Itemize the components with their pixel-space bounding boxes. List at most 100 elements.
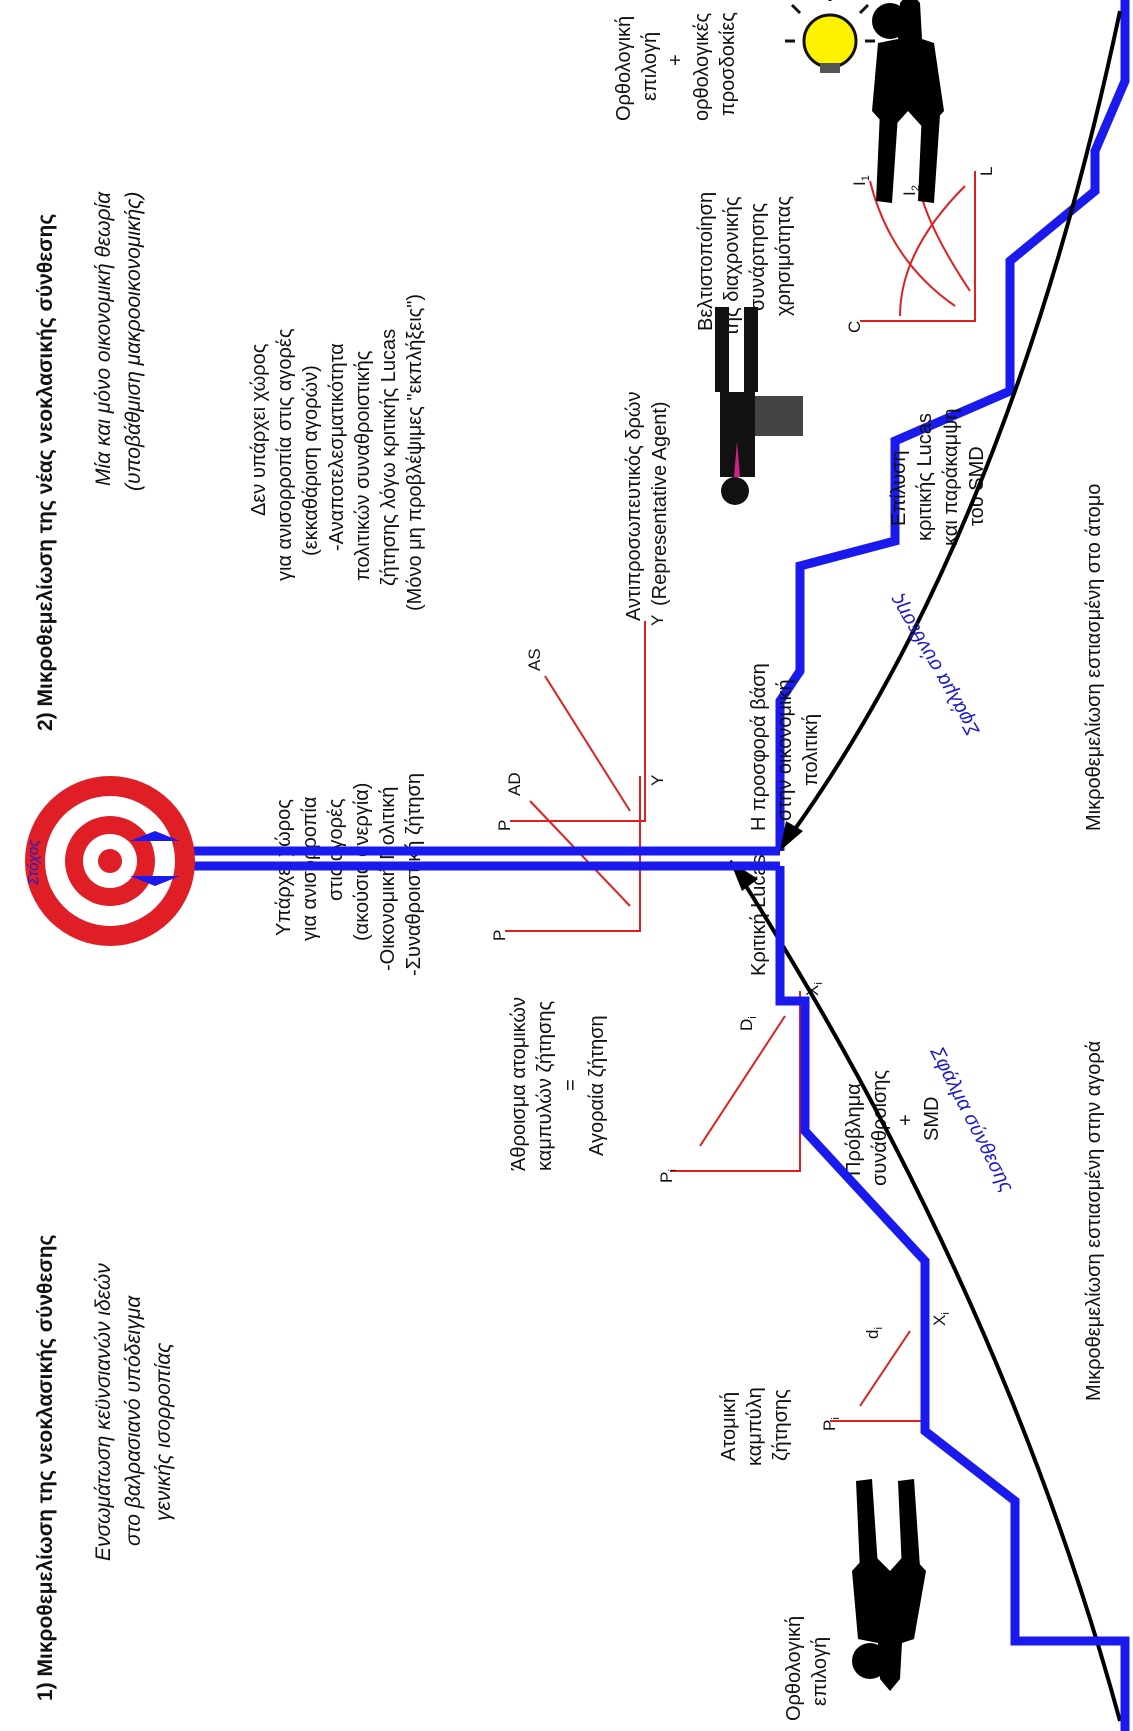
lucas-resolution-label: Επίλυση κριτικής Lucas και παράκαμψη του… xyxy=(888,403,988,546)
left-blue-path xyxy=(775,866,1130,1731)
representative-line-2: (Representative Agent) xyxy=(649,401,671,606)
left-person-icon xyxy=(852,1479,926,1691)
chart-y-label: P xyxy=(495,820,514,831)
aggregate-line-1: Άθροισμα ατομικών xyxy=(508,997,530,1171)
chart-curve-label: AD xyxy=(505,772,524,796)
nodiseq-line-4: -Αναποτελεσματικότητα xyxy=(326,343,348,551)
chart-y-label: Pi xyxy=(657,1169,679,1183)
representative-agent-label: Αντιπροσωπευτικός δρών (Representative A… xyxy=(623,386,671,621)
right-person-line-5: προσδοκίες xyxy=(717,12,739,116)
chart-curve-label: Di xyxy=(737,1016,759,1031)
right-heading: 2) Μικροθεμελίωση της νέας νεοκλασικής σ… xyxy=(34,214,57,731)
left-subtitle-line-2: στο βαλρασιανό υπόδειγμα xyxy=(122,1295,145,1546)
optimization-line-4: χρησιμότητας xyxy=(773,196,795,316)
optimization-line-2: της διαχρονικής xyxy=(721,196,743,336)
left-subtitle-line-3: γενικής ισορροπίας xyxy=(152,1342,175,1521)
indifference-curve-2 xyxy=(919,190,971,292)
chart-axes xyxy=(670,991,801,1172)
individual-demand-line-2: καμπύλη xyxy=(744,1387,766,1466)
right-person-line-3: + xyxy=(665,54,687,66)
goal-arrowhead-right xyxy=(130,831,180,841)
nodiseq-line-3: (εκκαθάριση αγορών) xyxy=(300,365,322,556)
goal-arrowhead-left xyxy=(130,876,180,886)
representative-line-1: Αντιπροσωπευτικός δρών xyxy=(623,392,645,622)
aggregation-problem-line-2: συνάθροισης xyxy=(869,1070,891,1186)
right-person-icon xyxy=(872,0,944,203)
right-person-line-1: Ορθολογική xyxy=(613,16,635,121)
supply-policy-label: Η προσφορά βάση στην οικονομική πολιτική xyxy=(748,658,822,831)
disequilibrium-text: Υπάρχει χώρος για ανισορροπία στις αγορέ… xyxy=(273,773,425,976)
supply-policy-line-2: στην οικονομική xyxy=(774,679,796,821)
no-disequilibrium-text: Δεν υπάρχει χώρος για ανισορροπία στις α… xyxy=(248,294,426,611)
chart-curve2-label: I2 xyxy=(900,185,922,196)
lucas-resolution-line-2: κριτικής Lucas xyxy=(914,413,936,541)
as-chart: P Y AS xyxy=(495,615,667,831)
nodiseq-line-1: Δεν υπάρχει χώρος xyxy=(248,343,270,516)
optimization-line-3: συνάρτησης xyxy=(747,203,769,311)
budget-curve xyxy=(899,185,966,317)
left-person-label-line-1: Ορθολογική xyxy=(783,1616,805,1721)
right-fallacy-label: Σφάλμα σύνθεσης xyxy=(885,590,985,740)
right-subtitle: Μία και μόνο οικονομική θεωρία (υποβάθμι… xyxy=(92,186,145,491)
left-person-label: Ορθολογική επιλογή xyxy=(783,1610,831,1721)
chart-y-label: C xyxy=(845,321,864,333)
individual-demand-line-3: ζήτησης xyxy=(770,1389,792,1461)
chart-x-label: Xi xyxy=(803,982,825,996)
chart-axes xyxy=(860,171,976,322)
supply-policy-line-3: πολιτική xyxy=(800,714,822,786)
nodiseq-line-5: πολιτικών συναθροιστικής xyxy=(352,350,374,581)
left-composition-arc xyxy=(728,859,1122,1722)
ad-chart: P Y AD xyxy=(490,772,667,941)
indifference-curve-1 xyxy=(869,180,956,307)
chart-x-label: Xi xyxy=(930,1312,952,1326)
right-composition-arc xyxy=(788,10,1122,838)
optimization-line-1: Βελτιστοποίηση xyxy=(695,192,717,331)
left-subtitle: Ενσωμάτωση κεϋνσιανών ιδεών στο βαλρασια… xyxy=(92,1257,175,1561)
supply-policy-line-1: Η προσφορά βάση xyxy=(748,663,770,831)
individual-demand-line-1: Ατομική xyxy=(718,1392,740,1461)
lightbulb-icon xyxy=(785,0,875,73)
individual-demand-chart: Pi Xi di xyxy=(820,1312,952,1431)
businessman-icon xyxy=(715,307,803,505)
right-arc-arrowhead xyxy=(780,821,803,851)
as-line xyxy=(544,675,631,812)
chart-curve-label: AS xyxy=(525,648,544,671)
individual-demand-label: Ατομική καμπύλη ζήτησης xyxy=(718,1382,792,1466)
right-blue-path xyxy=(775,0,1130,851)
right-subtitle-line-2: (υποβάθμιση μακροοικονομικής) xyxy=(122,192,145,491)
chart-y-label: Pi xyxy=(820,1417,842,1431)
nodiseq-line-6: ζήτησης λόγω κριτικής Lucas xyxy=(378,329,400,586)
chart-x-label: Y xyxy=(648,615,667,626)
left-subtitle-line-1: Ενσωμάτωση κεϋνσιανών ιδεών xyxy=(92,1263,115,1561)
aggregate-line-4: Αγοραία ζήτηση xyxy=(586,1015,608,1156)
diseq-line-5: -Οικονομική Πολιτική xyxy=(377,787,399,971)
chart-y-label: P xyxy=(490,930,509,941)
aggregate-line-2: καμπυλών ζήτησης xyxy=(534,1000,556,1171)
chart-axes xyxy=(510,621,646,822)
aggregate-line-3: = xyxy=(560,1079,582,1091)
chart-curve1-label: I1 xyxy=(850,175,872,186)
right-person-label: Ορθολογική επιλογή + ορθολογικές προσδοκ… xyxy=(613,7,739,121)
chart-x-label: L xyxy=(977,167,996,176)
left-person-label-line-2: επιλογή xyxy=(809,1637,831,1706)
right-person-line-2: επιλογή xyxy=(639,32,661,101)
lucas-critique-label: Κριτική Lucas xyxy=(748,854,770,976)
left-bottom-label: Μικροθεμελίωση εστιασμένη στην αγορά xyxy=(1083,1041,1105,1401)
right-subtitle-line-1: Μία και μόνο οικονομική θεωρία xyxy=(92,191,115,486)
chart-x-label: Y xyxy=(648,775,667,786)
right-person-line-4: ορθολογικές xyxy=(691,12,713,121)
goal-label: Στόχος xyxy=(25,839,42,886)
nodiseq-line-2: για ανισορροπία στις αγορές xyxy=(274,328,296,581)
aggregate-demand-text: Άθροισμα ατομικών καμπυλών ζήτησης = Αγο… xyxy=(508,991,608,1171)
aggregation-problem-label: Πρόβλημα συνάθροισης + SMD xyxy=(843,1064,943,1186)
left-heading: 1) Μικροθεμελίωση της νεοκλασικής σύνθεσ… xyxy=(34,1234,57,1701)
aggregation-problem-line-4: SMD xyxy=(921,1097,943,1141)
aggregation-problem-line-1: Πρόβλημα xyxy=(843,1083,865,1176)
lucas-resolution-line-3: και παράκαμψη xyxy=(940,408,962,546)
demand-line-d xyxy=(859,1330,911,1407)
market-demand-chart: Pi Xi Di xyxy=(657,982,825,1183)
chart-curve-label: di xyxy=(863,1327,885,1339)
lucas-resolution-line-1: Επίλυση xyxy=(888,450,910,526)
nodiseq-line-7: (Μόνο μη προβλέψιμες "εκπλήξεις") xyxy=(404,294,426,611)
